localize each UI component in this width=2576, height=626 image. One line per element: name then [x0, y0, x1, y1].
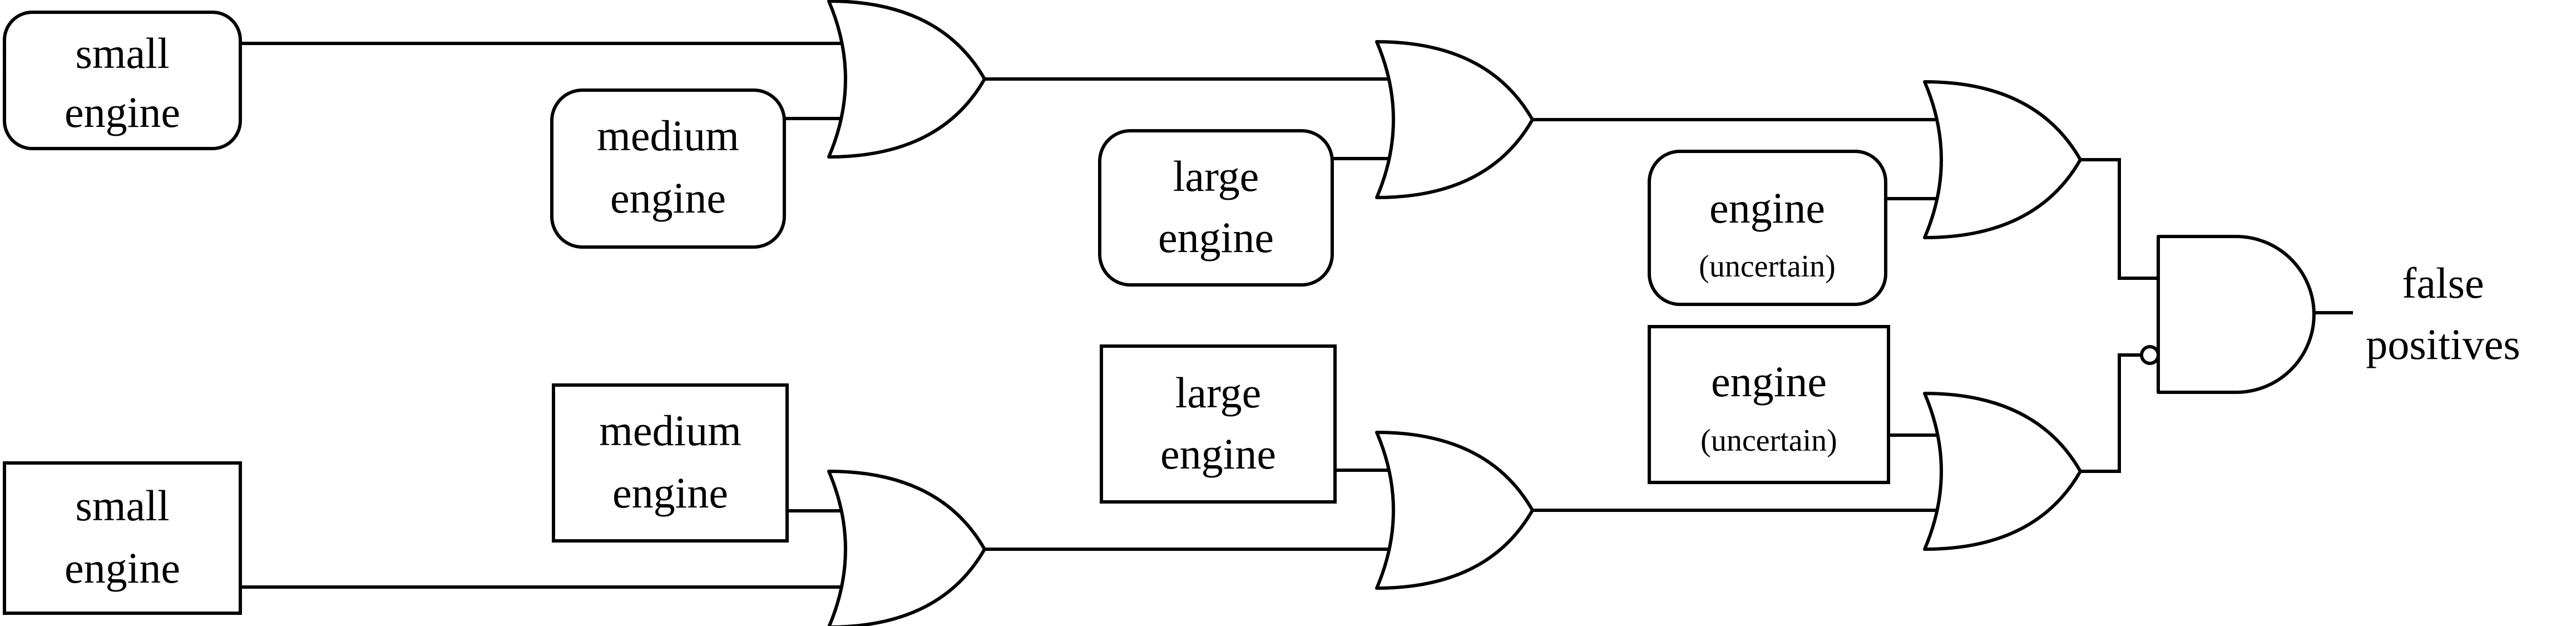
top-small-engine-box: small engine — [3, 11, 242, 150]
wire-or3-to-and — [2080, 158, 2158, 280]
bottom-small-engine-box: small engine — [3, 461, 242, 615]
top-small-engine-line2: engine — [65, 88, 180, 136]
top-medium-engine-box: medium engine — [550, 88, 786, 249]
top-medium-engine-line2: engine — [610, 174, 726, 222]
top-medium-engine-line1: medium — [597, 111, 739, 160]
bottom-uncertain-engine-box: engine (uncertain) — [1648, 325, 1890, 484]
output-label: false positives — [2366, 259, 2520, 368]
and-gate-icon — [2157, 235, 2316, 394]
wires — [240, 42, 2353, 589]
bottom-small-engine-line1: small — [76, 481, 170, 530]
or-gate-icon — [1375, 431, 1534, 590]
top-uncertain-engine-box: engine (uncertain) — [1648, 150, 1887, 306]
inverter-bubble-icon — [2140, 345, 2160, 365]
bottom-uncertain-engine-line1: engine — [1711, 357, 1827, 406]
top-large-engine-box: large engine — [1098, 129, 1334, 287]
top-uncertain-engine-line2: (uncertain) — [1699, 249, 1836, 284]
bottom-large-engine-line2: engine — [1160, 430, 1276, 478]
bottom-medium-engine-box: medium engine — [552, 383, 789, 543]
or-gate-icon — [1923, 392, 2082, 551]
bottom-small-engine-line2: engine — [65, 544, 180, 592]
top-uncertain-engine-line1: engine — [1709, 184, 1825, 232]
bottom-uncertain-engine-line2: (uncertain) — [1700, 423, 1837, 458]
bottom-large-engine-box: large engine — [1100, 344, 1337, 504]
wire-or6-to-and-inverted — [2080, 353, 2142, 473]
or-gate-icon — [827, 0, 986, 159]
bottom-medium-engine-line1: medium — [599, 406, 741, 455]
top-small-engine-line1: small — [76, 29, 170, 77]
bottom-large-engine-line1: large — [1175, 368, 1261, 417]
or-gate-icon — [1375, 40, 1534, 199]
or-gate-icon — [1923, 80, 2082, 239]
or-gate-icon — [827, 470, 986, 626]
bottom-medium-engine-line2: engine — [612, 469, 728, 517]
output-label-line2: positives — [2366, 320, 2520, 368]
output-label-line1: false — [2402, 259, 2484, 307]
top-large-engine-line1: large — [1173, 152, 1259, 200]
top-large-engine-line2: engine — [1158, 213, 1274, 262]
